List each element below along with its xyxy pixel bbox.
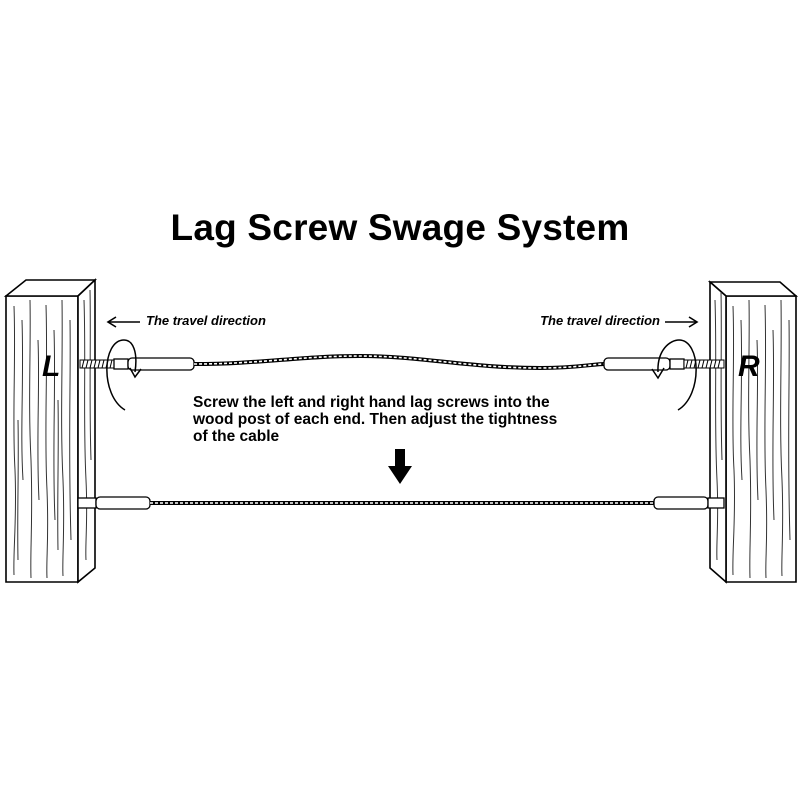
left-lower-collar — [77, 497, 97, 509]
left-lower-swage — [95, 496, 151, 510]
left-swage-fitting — [127, 357, 195, 371]
right-lower-swage — [653, 496, 709, 510]
right-lower-collar — [707, 497, 725, 509]
rotation-arrow-icon — [651, 339, 697, 411]
left-post-label: L — [42, 350, 61, 383]
right-post-label: R — [738, 350, 760, 383]
instruction-line-1: Screw the left and right hand lag screws… — [193, 394, 550, 411]
left-wood-post — [3, 278, 98, 584]
right-swage-fitting — [603, 357, 671, 371]
slack-cable-assembly — [79, 353, 725, 371]
rotation-arrow-icon — [106, 339, 142, 411]
instruction-text: Screw the left and right hand lag screws… — [193, 394, 623, 445]
diagram-title: Lag Screw Swage System — [170, 207, 630, 248]
travel-direction-left-label: The travel direction — [146, 313, 266, 328]
down-arrow-icon — [388, 449, 412, 484]
right-swage-collar — [669, 358, 685, 370]
arrow-right-icon — [665, 316, 699, 328]
tight-cable-assembly — [77, 496, 725, 510]
right-wood-post — [707, 280, 799, 584]
travel-direction-right-label: The travel direction — [540, 313, 660, 328]
right-lag-screw — [683, 359, 725, 369]
instruction-line-2: wood post of each end. Then adjust the t… — [193, 411, 558, 428]
instruction-line-3: of the cable — [193, 428, 280, 445]
arrow-left-icon — [106, 316, 140, 328]
left-swage-collar — [113, 358, 129, 370]
left-lag-screw — [79, 359, 115, 369]
